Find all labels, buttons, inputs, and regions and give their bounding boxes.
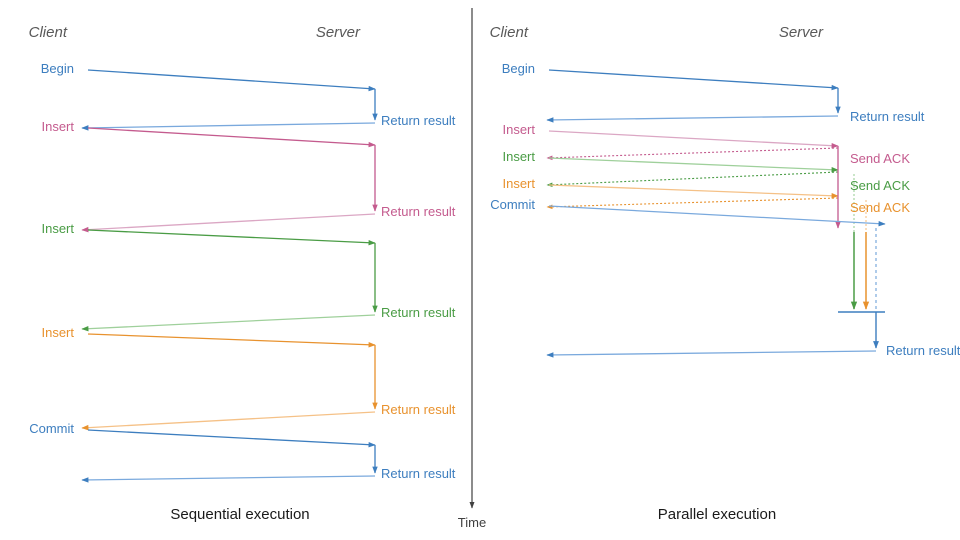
right-msg-label-1: Insert [502, 149, 535, 164]
left-response-0 [81, 122, 376, 131]
right-commit-return-label: Return result [886, 343, 960, 358]
left-caption: Sequential execution [170, 506, 310, 523]
right-ack-0 [546, 147, 839, 161]
left-server-role: Server [315, 24, 360, 41]
right-ack-2 [546, 197, 839, 210]
left-return-label-0: Return result [381, 113, 456, 128]
left-return-label-3: Return result [381, 402, 456, 417]
time-axis-label: Time [457, 515, 487, 530]
left-request-4 [87, 429, 376, 448]
left-request-1 [87, 127, 376, 148]
right-ack-1 [546, 171, 839, 188]
left-msg-label-3: Insert [41, 325, 74, 340]
left-response-3 [81, 411, 376, 431]
right-request-1 [548, 157, 839, 173]
right-caption: Parallel execution [657, 506, 777, 523]
right-request-2 [548, 184, 839, 199]
right-begin-return-label: Return result [850, 109, 925, 124]
left-response-1 [81, 213, 376, 233]
right-server-role: Server [778, 24, 823, 41]
right-ack-label-2: Send ACK [850, 200, 910, 215]
left-return-label-2: Return result [381, 305, 456, 320]
right-commit-response [546, 350, 877, 358]
right-client-role: Client [489, 24, 528, 41]
left-response-4 [81, 475, 376, 483]
right-commit-label: Commit [490, 197, 535, 212]
right-begin-label: Begin [501, 61, 535, 76]
left-request-0 [87, 69, 376, 92]
left-return-label-1: Return result [381, 204, 456, 219]
left-response-2 [81, 314, 376, 332]
right-ack-label-0: Send ACK [850, 151, 910, 166]
left-return-label-4: Return result [381, 466, 456, 481]
left-msg-label-0: Begin [40, 61, 74, 76]
right-request-0 [548, 130, 839, 149]
right-begin-response [546, 115, 839, 123]
right-begin-request [548, 69, 839, 91]
left-msg-label-1: Insert [41, 119, 74, 134]
left-msg-label-2: Insert [41, 221, 74, 236]
right-commit-request [548, 205, 886, 227]
left-client-role: Client [28, 24, 67, 41]
left-msg-label-4: Commit [29, 421, 74, 436]
right-ack-label-1: Send ACK [850, 178, 910, 193]
left-request-3 [87, 333, 376, 348]
right-msg-label-2: Insert [502, 176, 535, 191]
left-request-2 [87, 229, 376, 246]
right-msg-label-0: Insert [502, 122, 535, 137]
